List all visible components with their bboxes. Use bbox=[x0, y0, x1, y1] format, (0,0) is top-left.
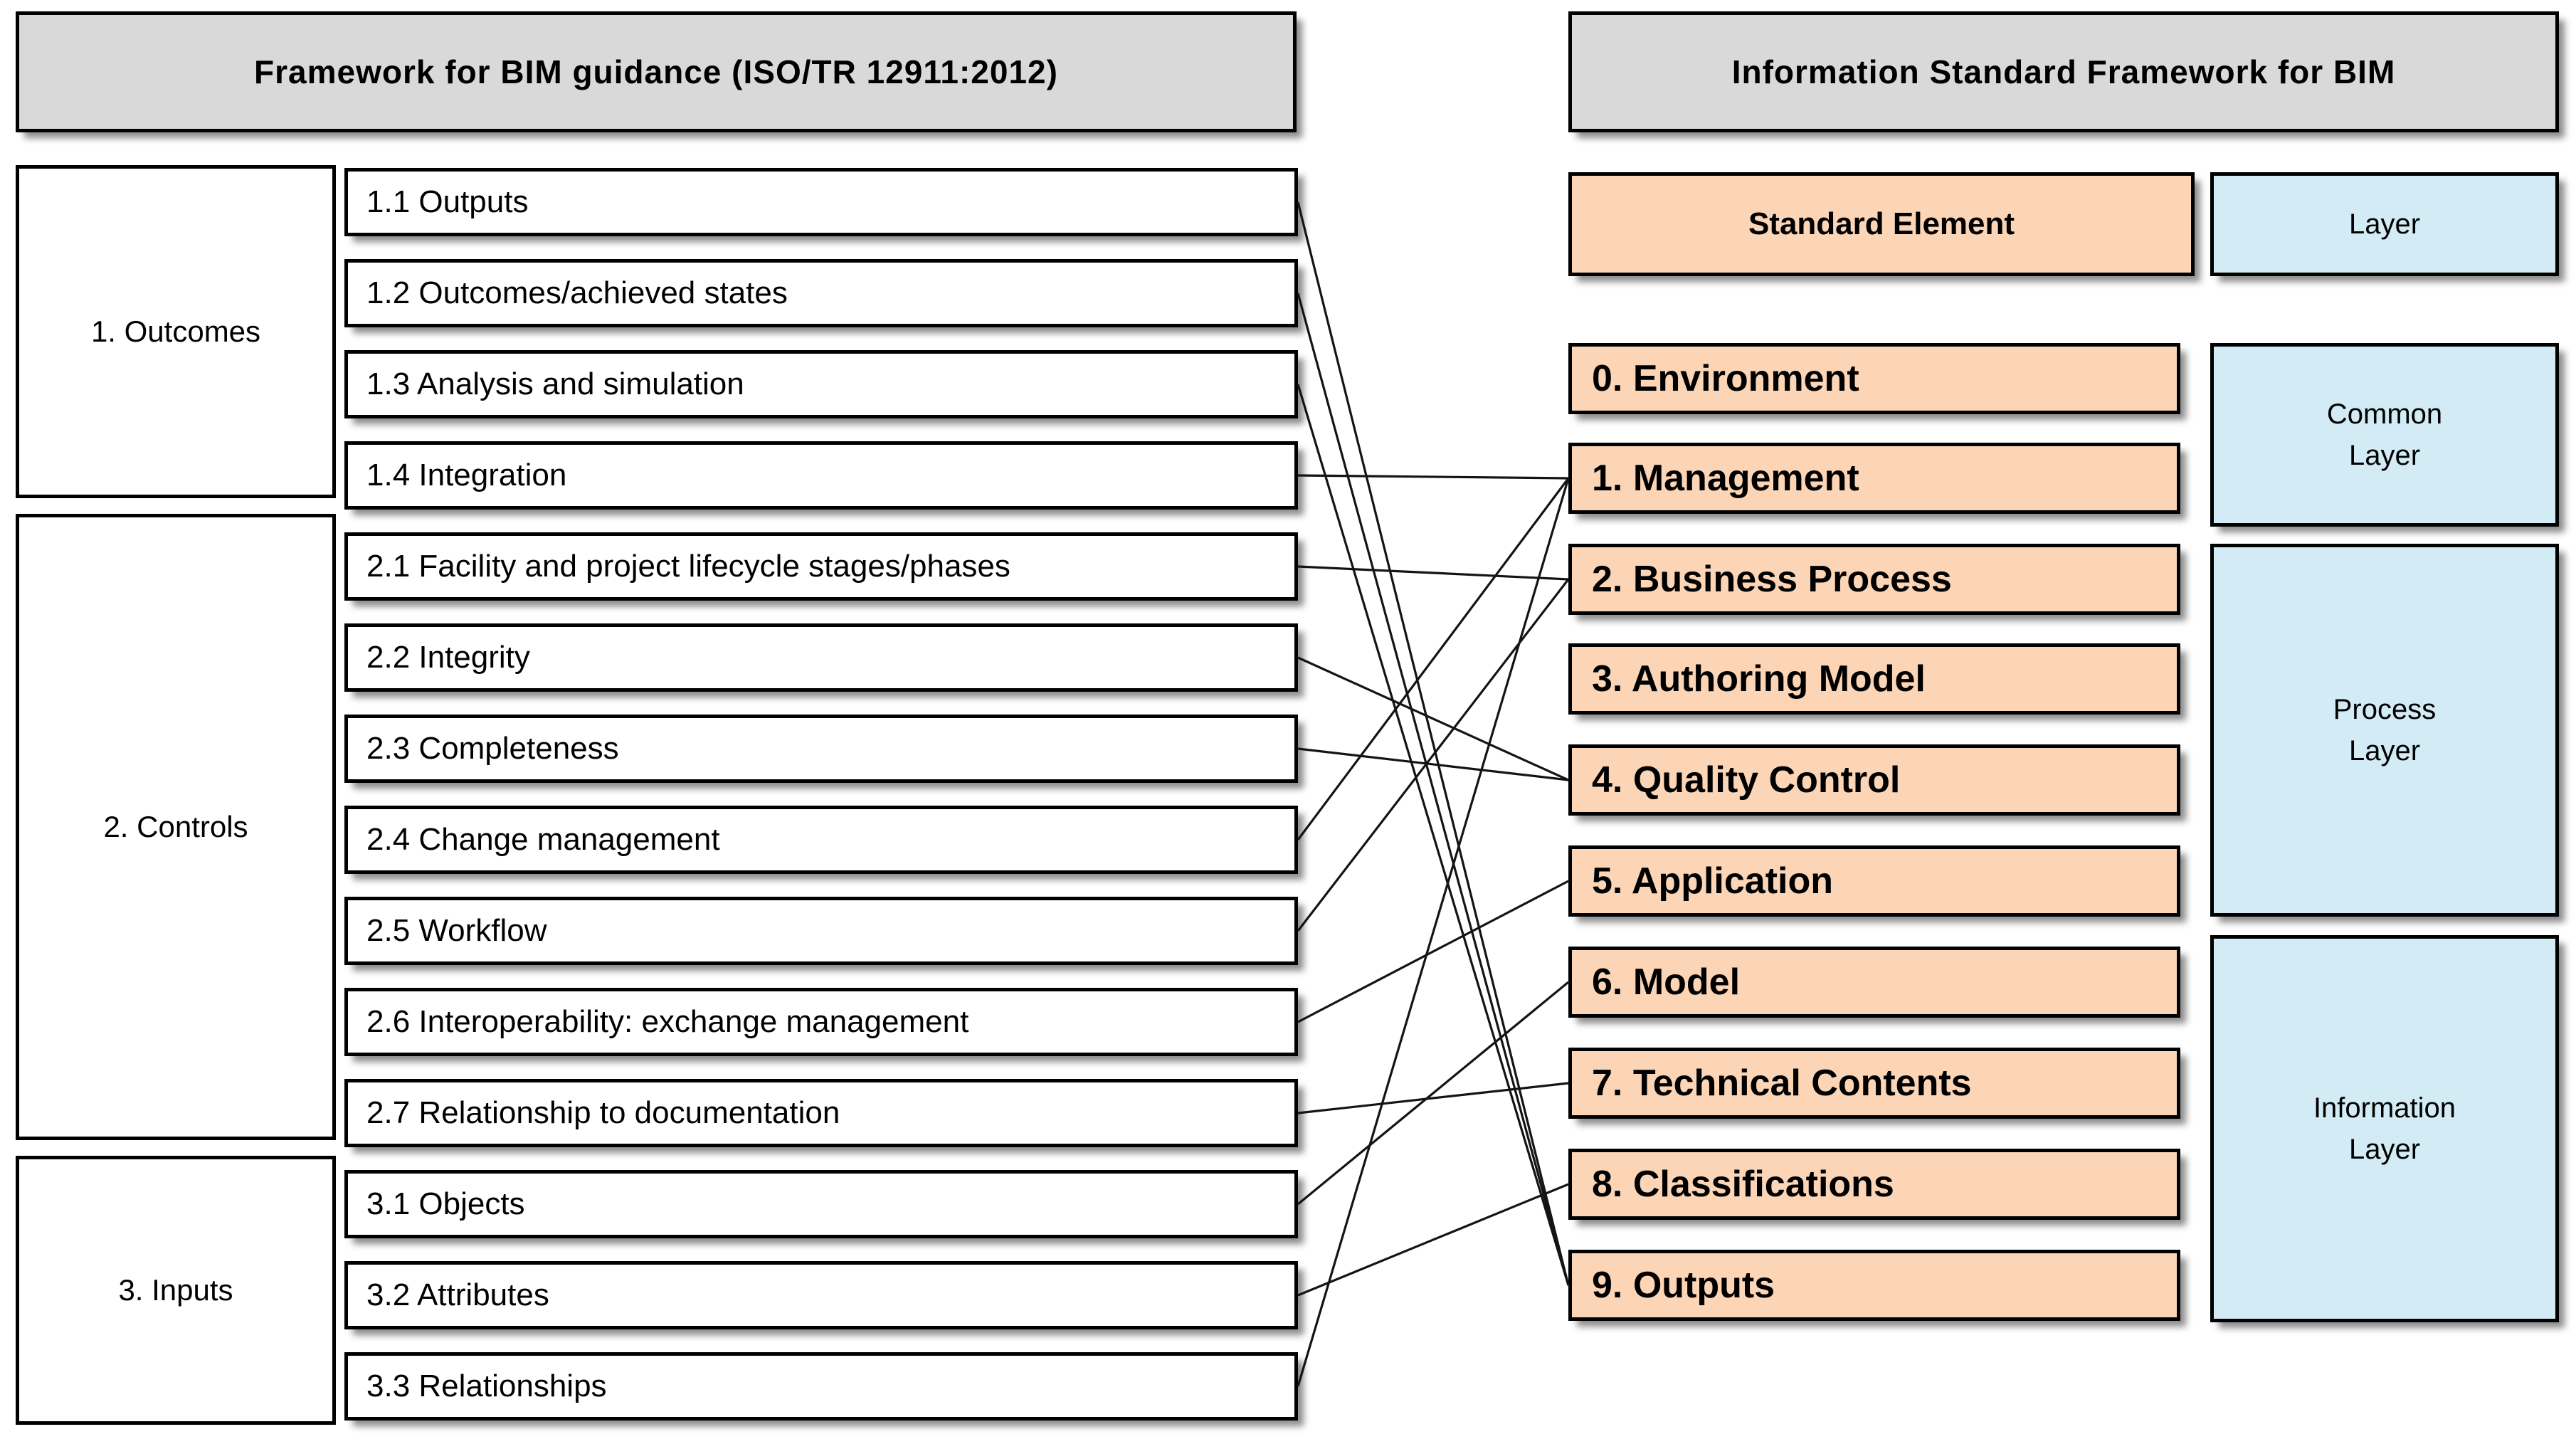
standard-element-6-model[interactable]: 6. Model bbox=[1568, 947, 2180, 1018]
framework-item-2-7[interactable]: 2.7 Relationship to documentation bbox=[344, 1079, 1298, 1147]
framework-item-3-1[interactable]: 3.1 Objects bbox=[344, 1170, 1298, 1238]
framework-item-1-4[interactable]: 1.4 Integration bbox=[344, 441, 1298, 510]
framework-item-2-2[interactable]: 2.2 Integrity bbox=[344, 623, 1298, 692]
connector-1-3-to-9-outputs bbox=[1297, 384, 1570, 1286]
connector-2-1-to-2-business bbox=[1297, 565, 1569, 581]
connector-2-6-to-5-application bbox=[1297, 880, 1569, 1023]
connector-2-4-to-1-management bbox=[1297, 478, 1570, 840]
group-label-inputs: 3. Inputs bbox=[16, 1156, 336, 1425]
framework-item-1-2[interactable]: 1.2 Outcomes/achieved states bbox=[344, 259, 1298, 327]
connector-2-2-to-4-quality bbox=[1297, 656, 1569, 781]
group-label-controls: 2. Controls bbox=[16, 514, 336, 1140]
standard-element-9-outputs[interactable]: 9. Outputs bbox=[1568, 1250, 2180, 1321]
framework-item-3-2[interactable]: 3.2 Attributes bbox=[344, 1261, 1298, 1329]
layer-information-line1: Information bbox=[2313, 1092, 2456, 1124]
connector-3-3-to-1-management bbox=[1297, 478, 1570, 1387]
standard-element-2-business-process[interactable]: 2. Business Process bbox=[1568, 544, 2180, 615]
group-label-outcomes: 1. Outcomes bbox=[16, 165, 336, 498]
standard-element-5-application[interactable]: 5. Application bbox=[1568, 845, 2180, 917]
left-panel-header: Framework for BIM guidance (ISO/TR 12911… bbox=[16, 11, 1297, 132]
layer-process: Process Layer bbox=[2210, 544, 2559, 917]
framework-item-2-1[interactable]: 2.1 Facility and project lifecycle stage… bbox=[344, 532, 1298, 601]
connector-1-4-to-1-management bbox=[1297, 474, 1569, 480]
legend-layer: Layer bbox=[2210, 172, 2559, 276]
layer-process-line2: Layer bbox=[2348, 735, 2421, 766]
right-panel-header: Information Standard Framework for BIM bbox=[1568, 11, 2559, 132]
standard-element-7-technical-contents[interactable]: 7. Technical Contents bbox=[1568, 1048, 2180, 1119]
layer-information: Information Layer bbox=[2210, 935, 2559, 1322]
framework-item-1-1[interactable]: 1.1 Outputs bbox=[344, 168, 1298, 236]
standard-element-3-authoring-model[interactable]: 3. Authoring Model bbox=[1568, 643, 2180, 715]
connector-2-3-to-4-quality bbox=[1297, 747, 1569, 781]
layer-information-line2: Layer bbox=[2348, 1134, 2421, 1165]
layer-process-line1: Process bbox=[2333, 694, 2437, 725]
layer-common-line1: Common bbox=[2326, 399, 2443, 430]
framework-item-2-4[interactable]: 2.4 Change management bbox=[344, 806, 1298, 874]
layer-common-line2: Layer bbox=[2348, 440, 2421, 471]
legend-standard-element: Standard Element bbox=[1568, 172, 2195, 276]
standard-element-8-classifications[interactable]: 8. Classifications bbox=[1568, 1149, 2180, 1220]
standard-element-4-quality-control[interactable]: 4. Quality Control bbox=[1568, 744, 2180, 816]
connector-2-5-to-2-business bbox=[1297, 579, 1570, 932]
connector-1-2-to-9-outputs bbox=[1297, 293, 1570, 1286]
standard-element-1-management[interactable]: 1. Management bbox=[1568, 443, 2180, 514]
framework-item-2-3[interactable]: 2.3 Completeness bbox=[344, 715, 1298, 783]
framework-item-2-5[interactable]: 2.5 Workflow bbox=[344, 897, 1298, 965]
layer-common: Common Layer bbox=[2210, 343, 2559, 527]
standard-element-0-environment[interactable]: 0. Environment bbox=[1568, 343, 2180, 414]
connector-3-1-to-6-model bbox=[1297, 981, 1570, 1206]
connector-group bbox=[1297, 201, 1570, 1387]
framework-item-2-6[interactable]: 2.6 Interoperability: exchange managemen… bbox=[344, 988, 1298, 1056]
connector-3-2-to-8-classifications bbox=[1297, 1183, 1569, 1297]
framework-item-3-3[interactable]: 3.3 Relationships bbox=[344, 1352, 1298, 1421]
connector-2-7-to-7-technical bbox=[1297, 1082, 1569, 1114]
connector-1-1-to-9-outputs bbox=[1297, 201, 1570, 1286]
framework-item-1-3[interactable]: 1.3 Analysis and simulation bbox=[344, 350, 1298, 418]
